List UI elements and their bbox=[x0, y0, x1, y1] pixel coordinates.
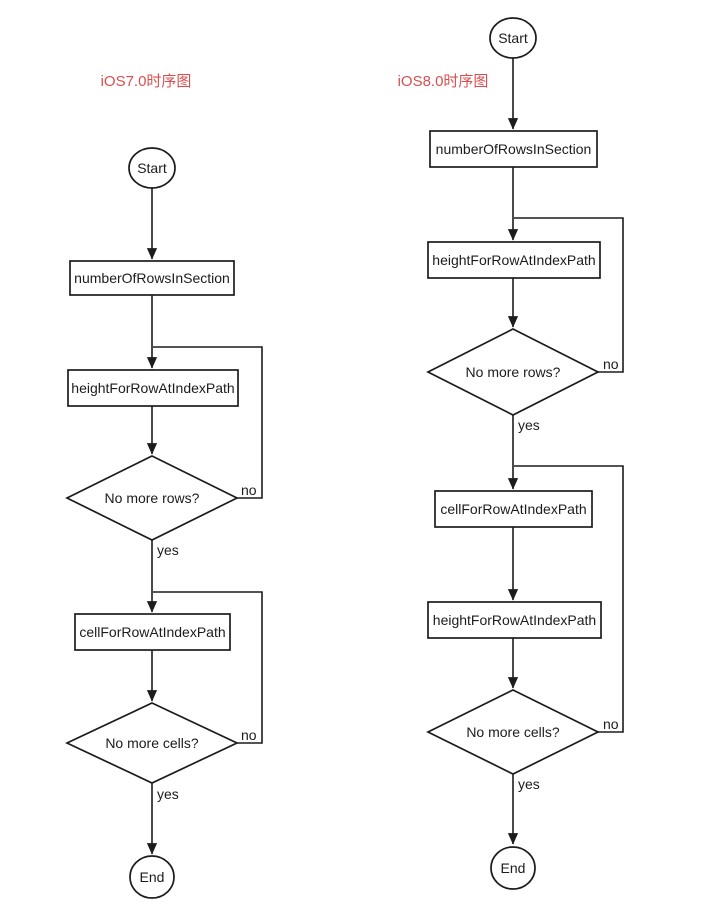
ios8-no-more-cells-diamond bbox=[426, 689, 600, 775]
ios7-no-more-rows-diamond bbox=[65, 455, 239, 541]
ios8-node-group bbox=[426, 17, 602, 890]
ios7-numberofrows-box bbox=[69, 260, 235, 296]
ios7-heightforrow-box bbox=[67, 369, 239, 407]
ios8-connector-group bbox=[507, 58, 624, 845]
ios8-numberofrows-box bbox=[429, 130, 598, 168]
ios8-edge-no-loop-rows bbox=[514, 217, 624, 373]
ios8-edge-no-loop-cells bbox=[514, 465, 624, 733]
ios7-connector-group bbox=[146, 188, 263, 855]
ios7-cellforrow-box bbox=[74, 613, 231, 651]
ios8-no-more-rows-diamond bbox=[426, 328, 600, 416]
ios7-node-group bbox=[65, 147, 239, 899]
ios7-end-terminator bbox=[129, 855, 175, 899]
ios8-heightforrow2-box bbox=[427, 601, 602, 639]
ios8-cellforrow-box bbox=[434, 490, 593, 528]
ios7-no-more-cells-diamond bbox=[65, 702, 239, 784]
ios8-heightforrow-box bbox=[427, 241, 601, 279]
ios8-start-terminator bbox=[489, 17, 537, 59]
ios7-edge-no-loop-cells bbox=[153, 591, 263, 744]
ios8-end-terminator bbox=[490, 846, 536, 890]
ios7-edge-no-loop-rows bbox=[153, 346, 263, 499]
ios7-start-terminator bbox=[128, 147, 176, 189]
